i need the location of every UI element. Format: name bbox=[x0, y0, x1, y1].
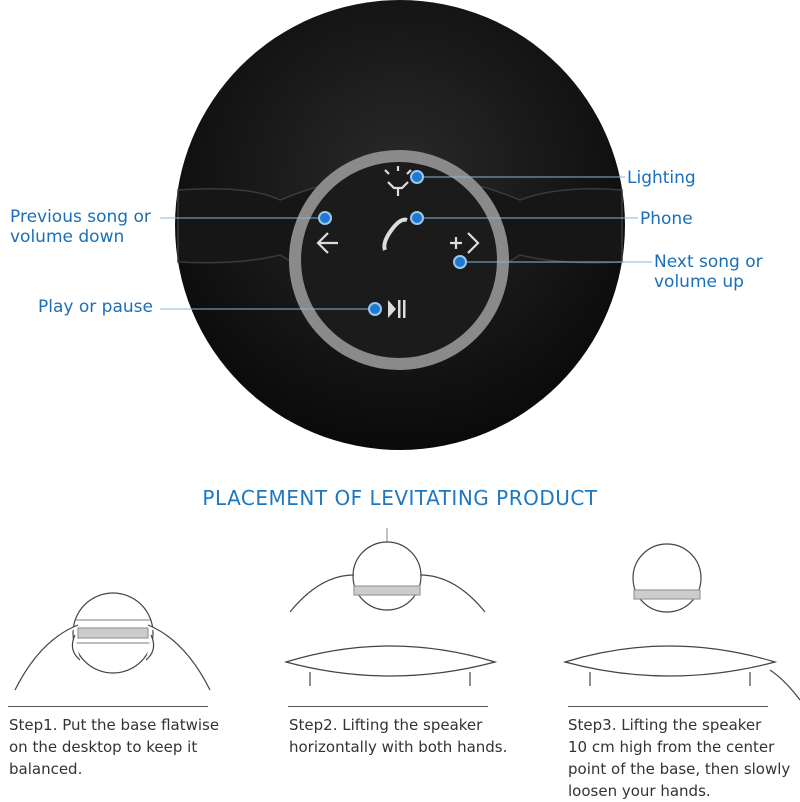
label-play-pause: Play or pause bbox=[38, 297, 153, 317]
section-title: PLACEMENT OF LEVITATING PRODUCT bbox=[202, 486, 598, 510]
light-icon bbox=[384, 166, 412, 196]
step3-text: Step3. Lifting the speaker 10 cm high fr… bbox=[568, 714, 790, 802]
control-ring bbox=[289, 150, 509, 370]
step3-line4: loosen your hands. bbox=[568, 782, 711, 800]
step3-line2: 10 cm high from the center bbox=[568, 738, 775, 756]
callout-dots bbox=[318, 170, 467, 316]
step1-line1: Step1. Put the base flatwise bbox=[9, 716, 220, 734]
play-pause-icon bbox=[388, 300, 406, 318]
control-icons bbox=[316, 166, 480, 254]
step2-illustration bbox=[283, 528, 498, 686]
label-lighting: Lighting bbox=[627, 168, 696, 188]
divider bbox=[288, 706, 488, 707]
previous-icon bbox=[316, 232, 338, 254]
step2-line2: horizontally with both hands. bbox=[289, 738, 508, 756]
step1-text: Step1. Put the base flatwise on the desk… bbox=[9, 714, 219, 780]
label-previous: Previous song or volume down bbox=[10, 207, 151, 247]
step3-illustration bbox=[562, 543, 800, 701]
label-phone: Phone bbox=[640, 209, 693, 229]
label-next-line2: volume up bbox=[654, 272, 744, 292]
step3-line1: Step3. Lifting the speaker bbox=[568, 716, 762, 734]
phone-icon bbox=[382, 217, 408, 251]
step2-line1: Step2. Lifting the speaker bbox=[289, 716, 483, 734]
step3-line3: point of the base, then slowly bbox=[568, 760, 791, 778]
label-next-line1: Next song or bbox=[654, 252, 763, 272]
label-prev-line1: Previous song or bbox=[10, 207, 151, 227]
label-next: Next song or volume up bbox=[654, 252, 763, 292]
step1-line2: on the desktop to keep it bbox=[9, 738, 198, 756]
next-icon bbox=[450, 232, 480, 254]
label-prev-line2: volume down bbox=[10, 227, 125, 247]
step2-text: Step2. Lifting the speaker horizontally … bbox=[289, 714, 507, 758]
step1-illustration bbox=[14, 592, 211, 691]
callout-lines bbox=[160, 176, 652, 310]
step1-line3: balanced. bbox=[9, 760, 83, 778]
divider bbox=[8, 706, 208, 707]
divider bbox=[568, 706, 768, 707]
